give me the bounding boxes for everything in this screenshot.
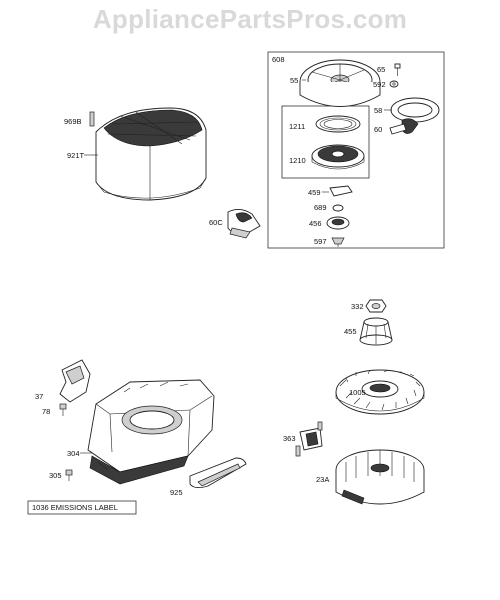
label-332: 332: [351, 302, 364, 311]
guard-925-part[interactable]: [189, 457, 247, 489]
bracket-363-part[interactable]: [295, 421, 323, 457]
rewind-pulley-1210-part[interactable]: [311, 144, 365, 170]
pulley-58-part[interactable]: [390, 97, 440, 123]
screw-305-part[interactable]: [65, 469, 73, 481]
label-592: 592: [373, 80, 386, 89]
retainer-456-part[interactable]: [326, 216, 350, 230]
label-925: 925: [170, 488, 183, 497]
label-363: 363: [283, 434, 296, 443]
label-1211: 1211: [289, 122, 305, 131]
starter-kit-box: [267, 51, 445, 249]
bolt-65-part[interactable]: [394, 63, 401, 76]
label-60: 60: [374, 125, 382, 134]
label-304: 304: [67, 449, 80, 458]
nut-592-part[interactable]: [389, 80, 399, 88]
label-65: 65: [377, 65, 385, 74]
flywheel-23A-part[interactable]: [335, 449, 425, 505]
bolt-969B-part[interactable]: [89, 111, 95, 127]
fan-1005-part[interactable]: [335, 369, 425, 415]
label-969B: 969B: [64, 117, 82, 126]
label-921T: 921T: [67, 151, 85, 160]
starter-handle-60-part[interactable]: [389, 118, 419, 135]
label-455: 455: [344, 327, 357, 336]
clip-689-part[interactable]: [332, 204, 344, 212]
engine-cover-921T-part[interactable]: [95, 107, 207, 201]
starter-cup-455-part[interactable]: [359, 317, 393, 346]
flywheel-nut-332-part[interactable]: [365, 299, 387, 313]
label-608: 608: [272, 55, 285, 64]
emissions-label-box: [27, 500, 137, 515]
label-78: 78: [42, 407, 50, 416]
label-60C: 60C: [209, 218, 223, 227]
label-456: 456: [309, 219, 322, 228]
rewind-spring-1211-part[interactable]: [315, 115, 361, 133]
blower-housing-304-part[interactable]: [87, 379, 215, 485]
screw-597-part[interactable]: [331, 237, 345, 247]
rewind-spring-box: [281, 105, 370, 179]
label-58: 58: [374, 106, 382, 115]
label-1005: 1005: [349, 388, 366, 397]
label-459: 459: [308, 188, 321, 197]
label-689: 689: [314, 203, 327, 212]
label-305: 305: [49, 471, 62, 480]
screw-78-part[interactable]: [59, 403, 67, 416]
pawl-459-part[interactable]: [329, 185, 353, 197]
label-37: 37: [35, 392, 43, 401]
label-23A: 23A: [316, 475, 329, 484]
baffle-37-part[interactable]: [59, 359, 91, 403]
starter-housing-part[interactable]: [299, 59, 381, 107]
label-emissions: 1036 EMISSIONS LABEL: [32, 503, 118, 512]
label-597: 597: [314, 237, 327, 246]
label-55: 55: [290, 76, 298, 85]
latch-60C-part[interactable]: [227, 209, 261, 239]
label-1210: 1210: [289, 156, 306, 165]
watermark: AppliancePartsPros.com: [92, 4, 408, 34]
